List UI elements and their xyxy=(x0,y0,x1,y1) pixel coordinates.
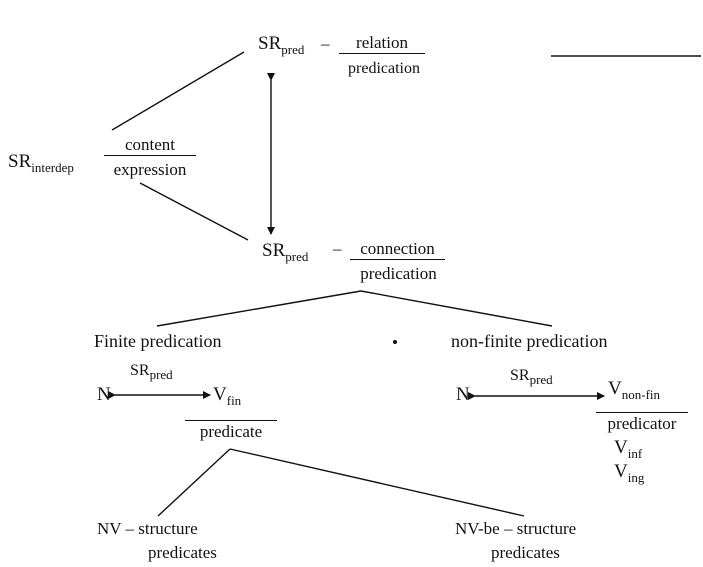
finite-sr-label: SRpred xyxy=(130,362,173,383)
nonfinite-heading: non-finite predication xyxy=(451,331,608,351)
nonfinite-sr-subscript: pred xyxy=(529,372,553,388)
nonfinite-vinf-subscript: inf xyxy=(627,445,643,461)
middle-predication-denominator: predication xyxy=(360,264,437,283)
finite-predicate-text: predicate xyxy=(185,420,277,440)
bottom-left-line1: NV – structure xyxy=(97,519,198,538)
left-sr-label: SRinterdep xyxy=(8,152,74,174)
link-connection-to-finite xyxy=(156,290,362,327)
link-interdep-to-connection xyxy=(139,182,249,241)
left-expression-denominator: expression xyxy=(113,160,187,179)
finite-n-label: N xyxy=(97,384,111,405)
middle-dash: – xyxy=(333,239,342,258)
finite-v-text: V xyxy=(213,384,227,405)
finite-v-subscript: fin xyxy=(226,392,242,408)
nonfinite-v-label: Vnon-fin xyxy=(608,379,660,401)
middle-sr-text: SR xyxy=(262,240,286,261)
nonfinite-predicator-label: predicator xyxy=(596,412,688,432)
nonfinite-sr-label: SRpred xyxy=(510,367,553,388)
top-sr-label: SRpred xyxy=(258,34,304,56)
left-sr-subscript: interdep xyxy=(31,159,74,175)
bottom-right-line1: NV-be – structure xyxy=(455,519,577,538)
link-predicate-to-nvbe xyxy=(229,448,525,517)
bottom-left-line2: predicates xyxy=(148,543,217,562)
nonfinite-ving-text: V xyxy=(614,461,628,482)
nonfinite-vinf-text: V xyxy=(614,437,628,458)
link-interdep-to-relation xyxy=(111,51,245,131)
nonfinite-n-label: N xyxy=(456,384,470,405)
top-sr-subscript: pred xyxy=(281,41,305,57)
top-sr-text: SR xyxy=(258,33,282,54)
top-dash: – xyxy=(321,34,330,53)
top-predication-denominator: predication xyxy=(348,60,420,77)
top-relation-numerator: relation xyxy=(339,34,425,54)
nonfinite-sr-text: SR xyxy=(510,367,530,384)
finite-sr-subscript: pred xyxy=(149,367,173,383)
nonfinite-ving-subscript: ing xyxy=(627,469,645,485)
left-content-numerator: content xyxy=(104,136,196,156)
link-connection-to-nonfinite xyxy=(360,290,553,327)
finite-sr-text: SR xyxy=(130,362,150,379)
middle-sr-label: SRpred xyxy=(262,241,308,263)
finite-v-label: Vfin xyxy=(213,385,241,407)
nonfinite-v-subscript: non-fin xyxy=(621,386,661,402)
nonfinite-vinf-label: Vinf xyxy=(614,438,642,460)
finite-predicate-label: predicate xyxy=(185,420,277,440)
middle-connection-numerator: connection xyxy=(350,240,445,260)
left-sr-text: SR xyxy=(8,151,32,172)
finite-heading: Finite predication xyxy=(94,331,222,351)
bottom-right-line2: predicates xyxy=(491,543,560,562)
middle-sr-subscript: pred xyxy=(285,248,309,264)
nonfinite-predicator-text: predicator xyxy=(596,412,688,432)
link-predicate-to-nv xyxy=(157,448,231,517)
nonfinite-ving-label: Ving xyxy=(614,462,644,484)
stray-dot xyxy=(393,340,397,344)
nonfinite-v-text: V xyxy=(608,378,622,399)
